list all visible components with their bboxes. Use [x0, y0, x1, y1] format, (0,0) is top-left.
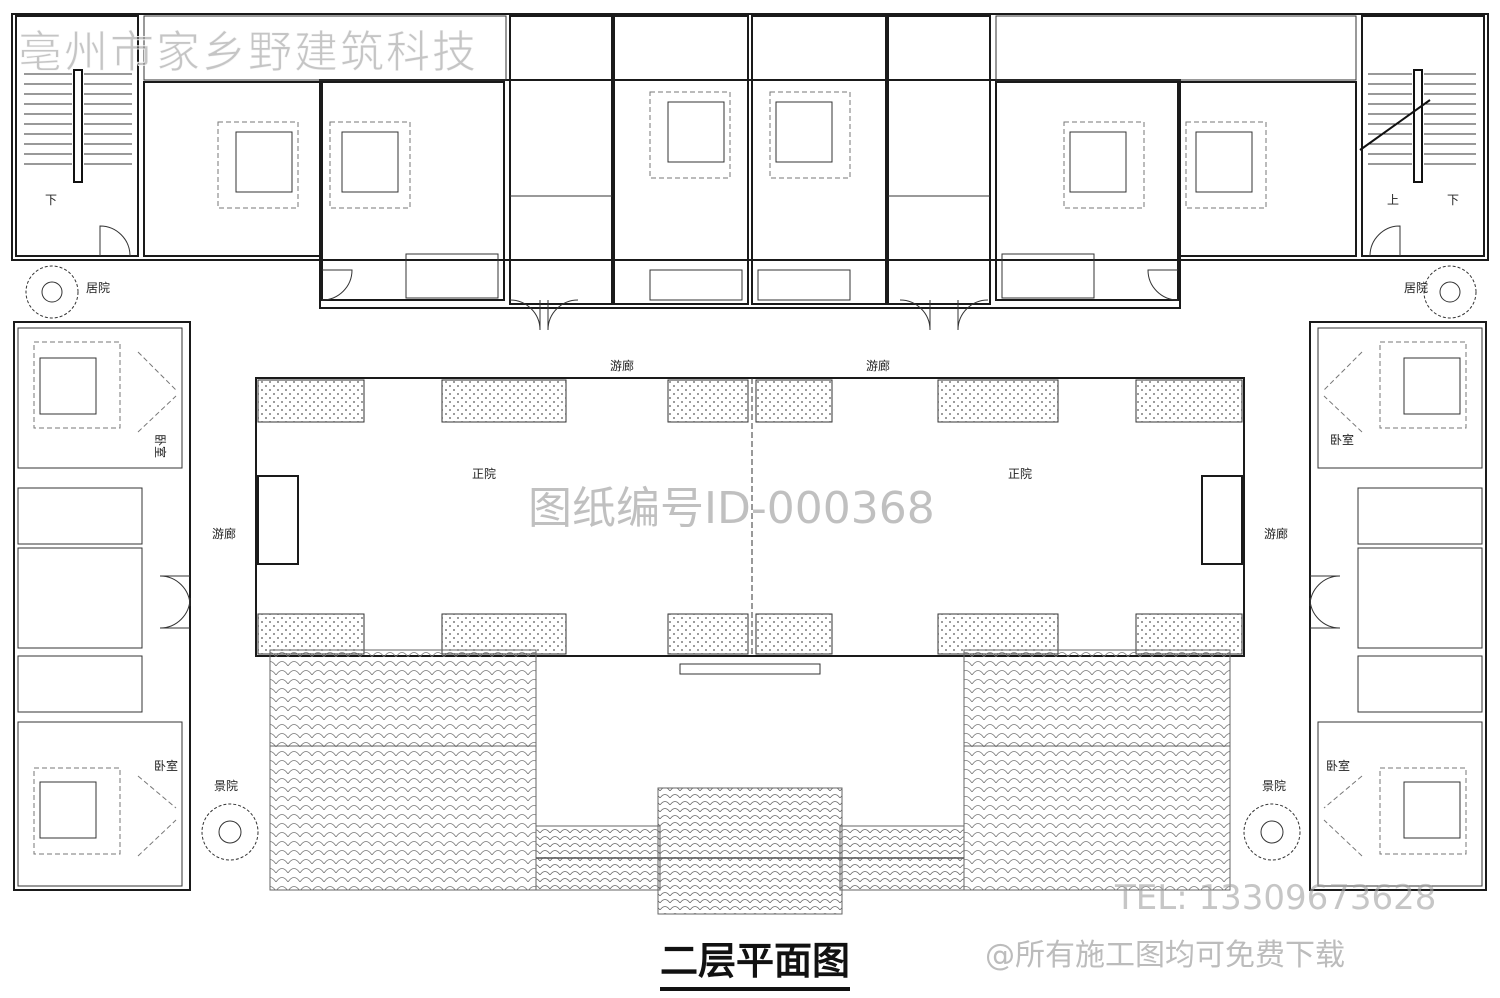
- label-bedroom-left-bottom: 卧室: [154, 758, 178, 773]
- tree-icon: [25, 265, 1477, 861]
- label-main-court-right: 正院: [1008, 467, 1032, 481]
- watermark-drawing-id: 图纸编号ID-000368: [528, 483, 935, 534]
- left-bedroom-bottom: [17, 721, 183, 887]
- label-scenic-court-left: 景院: [214, 779, 238, 793]
- right-wing: [1309, 321, 1487, 891]
- right-lounge: [1357, 547, 1483, 649]
- top-room-7: [995, 81, 1179, 301]
- label-living-court-left: 居院: [86, 281, 110, 295]
- watermark-download-note: @所有施工图均可免费下载: [985, 938, 1345, 973]
- right-bedroom-bottom: [1317, 721, 1483, 887]
- stair-label-up-right: 上: [1387, 193, 1399, 207]
- left-bedroom-top: [17, 327, 183, 469]
- top-room-2: [321, 81, 505, 301]
- label-corridor-right: 游廊: [1264, 526, 1288, 541]
- stair-left: [15, 15, 139, 257]
- label-living-court-right: 居院: [1404, 281, 1428, 295]
- roof-tiles: [269, 649, 1231, 915]
- top-wing: 下 上 下: [11, 13, 1489, 331]
- top-room-1: [143, 81, 321, 257]
- watermark-telephone: TEL: 13309673628: [1115, 878, 1437, 918]
- top-room-5: [751, 15, 887, 305]
- right-bath-1: [1357, 487, 1483, 545]
- stair-label-down-left: 下: [45, 193, 57, 207]
- top-room-3: [509, 15, 613, 305]
- label-scenic-court-right: 景院: [1262, 779, 1286, 793]
- label-corridor-top-left: 游廊: [610, 358, 634, 373]
- left-wing: [13, 321, 191, 891]
- stair-label-down-right: 下: [1447, 193, 1459, 207]
- label-bedroom-left-top: 卧室: [153, 434, 168, 458]
- left-bath-2: [17, 655, 143, 713]
- label-corridor-left: 游廊: [212, 526, 236, 541]
- top-room-4: [613, 15, 749, 305]
- label-bedroom-right-top: 卧室: [1330, 432, 1354, 447]
- label-corridor-top-right: 游廊: [866, 358, 890, 373]
- right-bath-2: [1357, 655, 1483, 713]
- left-lounge: [17, 547, 143, 649]
- left-bath-1: [17, 487, 143, 545]
- stair-right: [1361, 15, 1485, 257]
- top-room-6: [887, 15, 991, 305]
- courtyard: [255, 377, 1245, 675]
- right-bedroom-top: [1317, 327, 1483, 469]
- top-room-8: [1179, 81, 1357, 257]
- watermark-company: 亳州市家乡野建筑科技: [18, 27, 478, 79]
- label-bedroom-right-bottom: 卧室: [1326, 758, 1350, 773]
- drawing-title: 二层平面图: [660, 930, 851, 991]
- label-main-court-left: 正院: [472, 467, 496, 481]
